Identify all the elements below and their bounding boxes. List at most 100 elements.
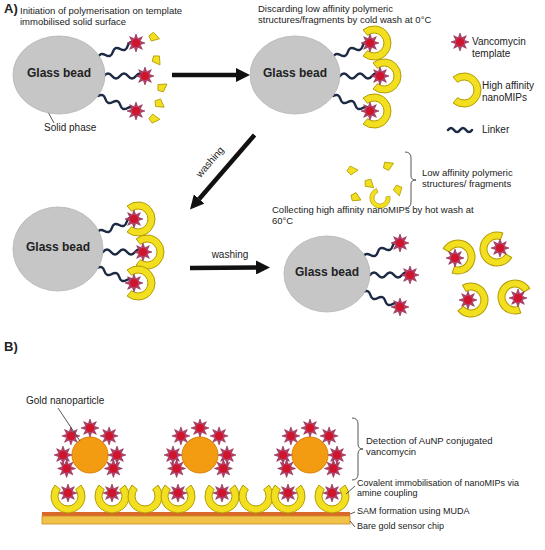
vancomycin-template — [81, 419, 99, 437]
fragment — [147, 31, 160, 43]
vancomycin-template — [391, 234, 409, 252]
step-note: Discarding low affinity polymeric struct… — [258, 4, 443, 26]
legend-label: Vancomycin template — [472, 36, 544, 59]
leader-line — [350, 521, 355, 527]
legend-entry: Linker — [482, 124, 542, 136]
node-label: Glass bead — [13, 67, 105, 81]
bead-shape — [13, 36, 105, 114]
vancomycin-template — [323, 484, 341, 502]
bead-shape — [13, 207, 103, 291]
fragment — [382, 160, 395, 172]
vancomycin-template — [509, 289, 527, 307]
vancomycin-template — [282, 427, 300, 445]
vancomycin-template — [108, 446, 126, 464]
legend-entry: Vancomycin template — [472, 36, 544, 59]
brace — [405, 152, 416, 208]
vancomycin-template — [164, 446, 182, 464]
fragment — [393, 184, 404, 196]
vancomycin-template — [210, 427, 228, 445]
vancomycin-template — [391, 298, 409, 316]
vancomycin-template — [278, 460, 296, 478]
glass-bead: Glass bead — [250, 35, 400, 135]
legend-entry: High affinity nanoMIPs — [482, 80, 544, 103]
fragment — [349, 191, 363, 204]
bead-shape — [250, 36, 340, 114]
gold-chip — [42, 516, 350, 524]
step-note: Collecting high affinity nanoMIPs by hot… — [272, 205, 487, 227]
vancomycin-template — [320, 427, 338, 445]
vancomycin-template — [214, 460, 232, 478]
node-label: Glass bead — [250, 67, 340, 81]
sam-layer — [42, 512, 350, 516]
nanomip — [475, 229, 513, 271]
glass-bead: Glass bead — [12, 205, 190, 295]
bead-outline — [250, 35, 400, 135]
vancomycin-template — [279, 484, 297, 502]
legend-label: High affinity nanoMIPs — [482, 80, 544, 103]
vancomycin-template — [301, 419, 319, 437]
fragment — [150, 53, 163, 67]
fragment — [155, 81, 169, 94]
vancomycin-template — [218, 446, 236, 464]
vancomycin-template — [169, 484, 187, 502]
fragment — [347, 166, 358, 175]
brace — [352, 418, 363, 480]
vancomycin-template — [54, 446, 72, 464]
bracket-label: Low affinity polymeric structures/ fragm… — [422, 168, 542, 190]
node-label: Glass bead — [13, 241, 103, 255]
vancomycin-template — [491, 239, 509, 257]
glass-bead: Glass bead — [270, 230, 420, 315]
vancomycin-template — [274, 446, 292, 464]
legend-sample-linker — [448, 128, 472, 132]
vancomycin-template — [361, 34, 379, 52]
vancomycin-template — [125, 274, 143, 292]
layer-label: Bare gold sensor chip — [357, 521, 543, 531]
vancomycin-template — [58, 460, 76, 478]
vancomycin-template — [103, 484, 121, 502]
nanomip — [442, 235, 480, 277]
layer-label: SAM formation using MUDA — [357, 506, 543, 516]
vancomycin-template — [59, 484, 77, 502]
leader-line — [346, 486, 355, 494]
panel-letter: B) — [4, 340, 18, 355]
fragment — [148, 114, 160, 125]
legend-label: Linker — [482, 124, 542, 136]
vancomycin-template — [371, 67, 389, 85]
part-label: Gold nanoparticle — [26, 395, 104, 407]
vancomycin-template — [401, 266, 419, 284]
edge-label: washing — [212, 249, 249, 261]
vancomycin-template — [213, 484, 231, 502]
layer-label: Covalent immobilisation of nanoMIPs via … — [357, 478, 543, 499]
panel-letter: A) — [4, 2, 18, 17]
vancomycin-template — [125, 210, 143, 228]
nanomip — [493, 275, 531, 317]
vancomycin-template — [459, 291, 477, 309]
fragment — [362, 177, 376, 191]
legend-sample-nanomip — [453, 73, 481, 107]
vancomycin-template — [191, 419, 209, 437]
nanomip — [128, 485, 162, 513]
bead-shape — [284, 236, 370, 312]
vancomycin-template — [127, 34, 145, 52]
fragment — [152, 97, 166, 111]
edge-label: washing — [194, 145, 227, 180]
vancomycin-template — [168, 460, 186, 478]
part-label: Solid phase — [44, 122, 96, 134]
nanomip — [239, 485, 273, 513]
node-label: Glass bead — [284, 266, 370, 280]
nanomip — [457, 281, 490, 319]
glass-bead: Glass bead — [12, 35, 172, 120]
vancomycin-template — [446, 249, 464, 267]
process-arrow — [190, 265, 256, 270]
vancomycin-template — [104, 460, 122, 478]
step-note: Initiation of polymerisation on template… — [20, 6, 205, 28]
legend-sample-template — [451, 33, 469, 51]
vancomycin-template — [172, 427, 190, 445]
bracket-label: Detection of AuNP conjugated vancomycin — [366, 436, 542, 458]
vancomycin-template — [136, 67, 154, 85]
leader-line — [58, 408, 80, 441]
vancomycin-template — [134, 243, 152, 261]
vancomycin-template — [324, 460, 342, 478]
process-arrow — [172, 73, 236, 78]
